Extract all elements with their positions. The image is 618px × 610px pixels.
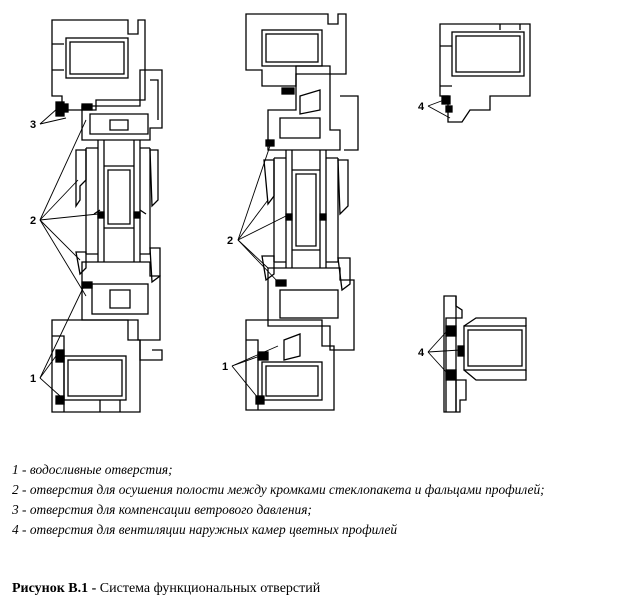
legend-item-3: 3 - отверстия для компенсации ветрового …	[12, 502, 312, 517]
technical-drawing: 3 2 1 2 1 4 4	[30, 13, 531, 413]
callout-2-middle: 2	[227, 235, 233, 247]
legend-item-4: 4 - отверстия для вентиляции наружных ка…	[12, 522, 398, 537]
legend: 1 - водосливные отверстия; 2 - отверстия…	[12, 460, 612, 540]
caption-text: Система функциональных отверстий	[96, 581, 321, 596]
callout-1-middle: 1	[222, 361, 228, 373]
legend-item-1: 1 - водосливные отверстия;	[12, 462, 173, 477]
figure-caption: Рисунок В.1 - Система функциональных отв…	[12, 579, 612, 599]
callout-4-right-bottom: 4	[418, 347, 425, 359]
right-top-profile-section	[439, 23, 531, 123]
callout-2-left: 2	[30, 215, 36, 227]
callout-4-right-top: 4	[418, 101, 425, 113]
leader-lines	[39, 99, 461, 399]
callout-1-left: 1	[30, 373, 36, 385]
caption-label: Рисунок В.1 -	[12, 581, 97, 596]
right-bottom-profile-section	[443, 295, 527, 413]
middle-profile-section	[245, 13, 359, 411]
callout-3-left: 3	[30, 119, 36, 131]
legend-item-2: 2 - отверстия для осушения полости между…	[12, 482, 545, 497]
left-profile-section	[51, 19, 163, 413]
